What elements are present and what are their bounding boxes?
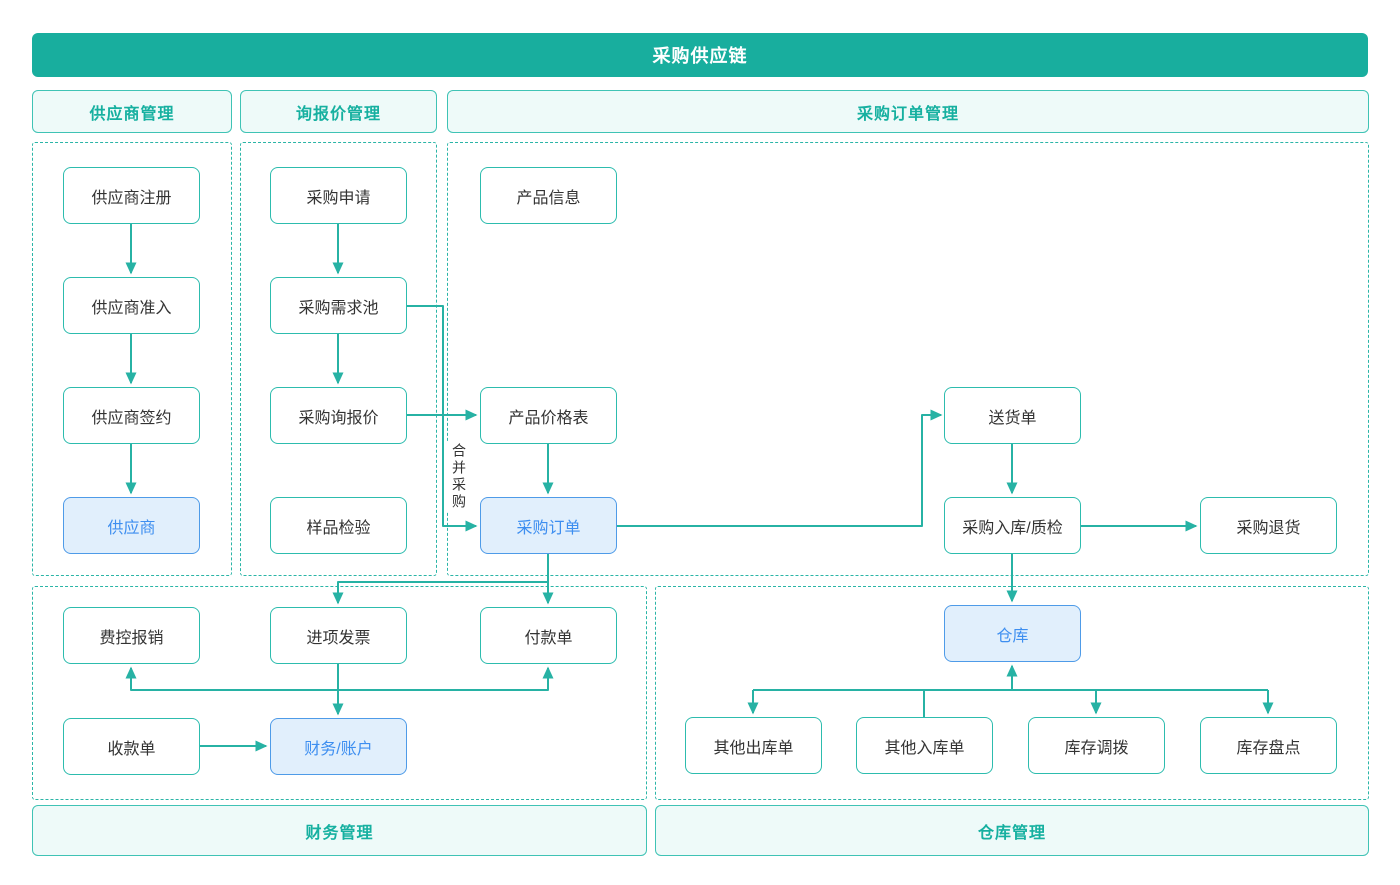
header-supplier-management: 供应商管理 bbox=[32, 90, 232, 133]
container-supplier bbox=[32, 142, 232, 576]
node-other-outbound-order: 其他出库单 bbox=[685, 717, 822, 774]
node-payment-order: 付款单 bbox=[480, 607, 617, 664]
node-supplier: 供应商 bbox=[63, 497, 200, 554]
node-purchase-demand-pool: 采购需求池 bbox=[270, 277, 407, 334]
edge-label-merge-purchase: 合并采购 bbox=[447, 442, 471, 512]
node-supplier-register: 供应商注册 bbox=[63, 167, 200, 224]
node-inventory-transfer: 库存调拨 bbox=[1028, 717, 1165, 774]
node-receipt-order: 收款单 bbox=[63, 718, 200, 775]
node-purchase-request: 采购申请 bbox=[270, 167, 407, 224]
node-input-invoice: 进项发票 bbox=[270, 607, 407, 664]
diagram-title: 采购供应链 bbox=[32, 33, 1368, 77]
header-inquiry-quotation-management: 询报价管理 bbox=[240, 90, 437, 133]
node-delivery-note: 送货单 bbox=[944, 387, 1081, 444]
header-finance-management: 财务管理 bbox=[32, 805, 647, 856]
node-purchase-inbound-qc: 采购入库/质检 bbox=[944, 497, 1081, 554]
node-finance-account: 财务/账户 bbox=[270, 718, 407, 775]
node-warehouse: 仓库 bbox=[944, 605, 1081, 662]
header-purchase-order-management: 采购订单管理 bbox=[447, 90, 1369, 133]
node-product-info: 产品信息 bbox=[480, 167, 617, 224]
node-inventory-count: 库存盘点 bbox=[1200, 717, 1337, 774]
node-expense-reimbursement: 费控报销 bbox=[63, 607, 200, 664]
node-sample-inspection: 样品检验 bbox=[270, 497, 407, 554]
node-purchase-inquiry: 采购询报价 bbox=[270, 387, 407, 444]
node-supplier-access: 供应商准入 bbox=[63, 277, 200, 334]
header-warehouse-management: 仓库管理 bbox=[655, 805, 1369, 856]
node-supplier-sign: 供应商签约 bbox=[63, 387, 200, 444]
node-product-price-list: 产品价格表 bbox=[480, 387, 617, 444]
node-purchase-order: 采购订单 bbox=[480, 497, 617, 554]
node-purchase-return: 采购退货 bbox=[1200, 497, 1337, 554]
node-other-inbound-order: 其他入库单 bbox=[856, 717, 993, 774]
